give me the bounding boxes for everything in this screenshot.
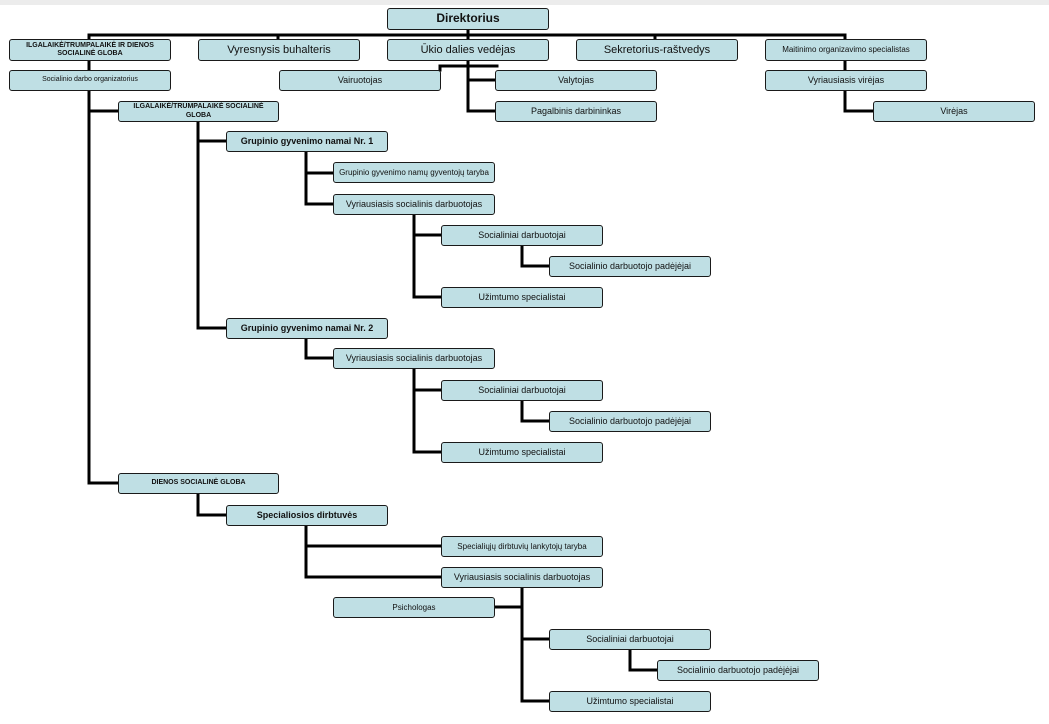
node-group-home-1[interactable]: Grupinio gyvenimo namai Nr. 1 bbox=[226, 131, 388, 152]
node-gh2-social-workers[interactable]: Socialiniai darbuotojai bbox=[441, 380, 603, 401]
node-gh1-residents-council[interactable]: Grupinio gyvenimo namų gyventojų taryba bbox=[333, 162, 495, 183]
node-chief-accountant[interactable]: Vyresnysis buhalteris bbox=[198, 39, 360, 61]
node-gh1-senior-social-worker[interactable]: Vyriausiasis socialinis darbuotojas bbox=[333, 194, 495, 215]
node-sw-employment-specialists[interactable]: Užimtumo specialistai bbox=[549, 691, 711, 712]
node-psychologist[interactable]: Psichologas bbox=[333, 597, 495, 618]
node-social-work-organizer[interactable]: Socialinio darbo organizatorius bbox=[9, 70, 171, 91]
node-sw-visitors-council[interactable]: Specialiųjų dirbtuvių lankytojų taryba bbox=[441, 536, 603, 557]
node-auxiliary-worker[interactable]: Pagalbinis darbininkas bbox=[495, 101, 657, 122]
node-director[interactable]: Direktorius bbox=[387, 8, 549, 30]
node-head-cook[interactable]: Vyriausiasis virėjas bbox=[765, 70, 927, 91]
node-special-workshops[interactable]: Specialiosios dirbtuvės bbox=[226, 505, 388, 526]
node-secretary[interactable]: Sekretorius-raštvedys bbox=[576, 39, 738, 61]
node-gh2-employment-specialists[interactable]: Užimtumo specialistai bbox=[441, 442, 603, 463]
node-sw-social-worker-assistants[interactable]: Socialinio darbuotojo padėjėjai bbox=[657, 660, 819, 681]
node-gh1-employment-specialists[interactable]: Užimtumo specialistai bbox=[441, 287, 603, 308]
node-sw-social-workers[interactable]: Socialiniai darbuotojai bbox=[549, 629, 711, 650]
node-gh1-social-worker-assistants[interactable]: Socialinio darbuotojo padėjėjai bbox=[549, 256, 711, 277]
node-cook[interactable]: Virėjas bbox=[873, 101, 1035, 122]
top-bar bbox=[0, 0, 1049, 5]
node-driver[interactable]: Vairuotojas bbox=[279, 70, 441, 91]
node-day-care[interactable]: DIENOS SOCIALINĖ GLOBA bbox=[118, 473, 279, 494]
node-gh2-social-worker-assistants[interactable]: Socialinio darbuotojo padėjėjai bbox=[549, 411, 711, 432]
node-sw-senior-social-worker[interactable]: Vyriausiasis socialinis darbuotojas bbox=[441, 567, 603, 588]
node-long-short-care[interactable]: ILGALAIKĖ/TRUMPALAIKĖ SOCIALINĖ GLOBA bbox=[118, 101, 279, 122]
node-gh1-social-workers[interactable]: Socialiniai darbuotojai bbox=[441, 225, 603, 246]
node-catering-specialist[interactable]: Maitinimo organizavimo specialistas bbox=[765, 39, 927, 61]
node-facilities-manager[interactable]: Ūkio dalies vedėjas bbox=[387, 39, 549, 61]
node-group-home-2[interactable]: Grupinio gyvenimo namai Nr. 2 bbox=[226, 318, 388, 339]
node-gh2-senior-social-worker[interactable]: Vyriausiasis socialinis darbuotojas bbox=[333, 348, 495, 369]
node-care-long-short-day[interactable]: ILGALAIKĖ/TRUMPALAIKĖ IR DIENOS SOCIALIN… bbox=[9, 39, 171, 61]
node-cleaner[interactable]: Valytojas bbox=[495, 70, 657, 91]
